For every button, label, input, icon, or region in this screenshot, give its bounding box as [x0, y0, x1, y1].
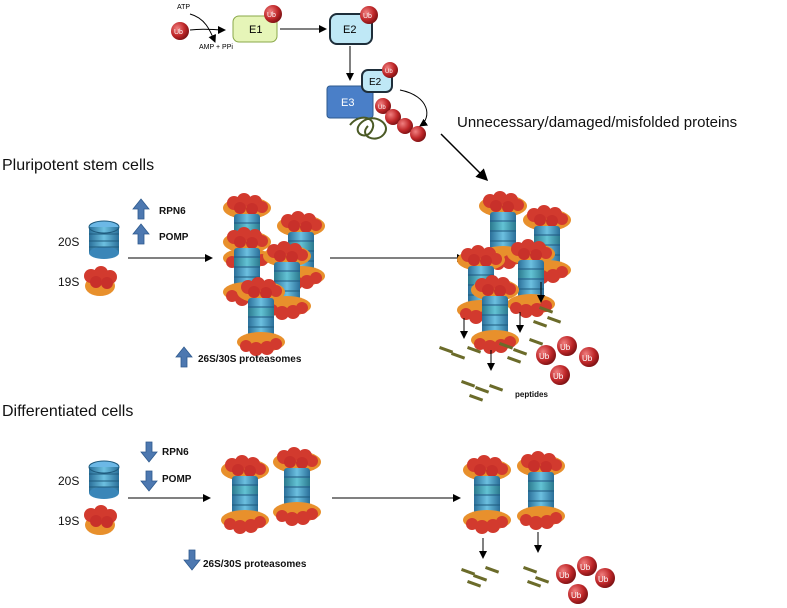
proteasomes-down-arrow-icon — [183, 549, 201, 571]
cap-19s-icon — [84, 266, 117, 296]
svg-text:Ub: Ub — [580, 563, 591, 572]
rpn6-up-arrow-icon — [132, 198, 150, 220]
svg-text:E2: E2 — [369, 77, 382, 88]
peptides-label: peptides — [515, 390, 548, 399]
core-20s-icon-diff — [88, 460, 120, 500]
svg-text:Ub: Ub — [378, 105, 386, 111]
svg-text:Ub: Ub — [582, 354, 593, 363]
proteasome-pair — [220, 446, 322, 535]
atp-label: ATP — [177, 4, 190, 11]
label-20s-diff: 20S — [58, 474, 79, 488]
pomp-label: POMP — [159, 232, 189, 243]
svg-text:Ub: Ub — [385, 69, 393, 75]
core-20s-icon — [88, 220, 120, 260]
pomp-down-arrow-icon — [140, 470, 158, 492]
proteasomes-label: 26S/30S proteasomes — [198, 354, 302, 365]
svg-text:Ub: Ub — [553, 372, 564, 381]
amp-ppi-label: AMP + PPi — [199, 44, 233, 51]
rpn6-down-arrow-icon — [140, 441, 158, 463]
pluripotent-panel: Pluripotent stem cells 20S 19S RPN6 POMP… — [2, 157, 599, 402]
differentiated-heading: Differentiated cells — [2, 403, 133, 420]
proteasomes-label-diff: 26S/30S proteasomes — [203, 559, 307, 570]
svg-text:E3: E3 — [341, 97, 354, 109]
target-arrow — [440, 133, 489, 182]
label-19s: 19S — [58, 275, 79, 289]
svg-text:E1: E1 — [249, 24, 262, 36]
e3-ligase-complex: E3 E2 Ub Ub — [326, 62, 429, 142]
cap-19s-icon-diff — [84, 505, 117, 535]
label-19s-diff: 19S — [58, 514, 79, 528]
free-ub-chain-diff: Ub Ub Ub Ub — [556, 556, 615, 604]
free-ub-chain: Ub Ub Ub Ub — [536, 336, 599, 385]
e2-enzyme: E2 Ub — [329, 6, 378, 45]
svg-text:Ub: Ub — [267, 12, 276, 19]
degrading-proteasomes — [456, 190, 572, 355]
pluripotent-heading: Pluripotent stem cells — [2, 157, 154, 174]
svg-text:Ub: Ub — [174, 29, 183, 36]
rpn6-label-diff: RPN6 — [162, 447, 189, 458]
svg-text:Ub: Ub — [559, 571, 570, 580]
free-ub: Ub — [171, 22, 189, 40]
rpn6-label: RPN6 — [159, 206, 186, 217]
svg-text:E2: E2 — [343, 24, 356, 36]
peptides-fragments-diff — [460, 566, 550, 588]
pomp-label-diff: POMP — [162, 474, 192, 485]
svg-text:Ub: Ub — [539, 352, 550, 361]
svg-text:Ub: Ub — [560, 343, 571, 352]
svg-text:Ub: Ub — [571, 591, 582, 600]
target-proteins-label: Unnecessary/damaged/misfolded proteins — [457, 114, 737, 131]
e1-enzyme: E1 Ub — [232, 5, 282, 43]
label-20s: 20S — [58, 235, 79, 249]
differentiated-panel: Differentiated cells 20S 19S RPN6 POMP 2… — [2, 403, 615, 604]
proteasome-cluster — [222, 192, 326, 357]
degrading-proteasome-pair — [462, 450, 566, 535]
svg-text:Ub: Ub — [363, 13, 372, 20]
svg-text:Ub: Ub — [598, 575, 609, 584]
pomp-up-arrow-icon — [132, 223, 150, 245]
ubiquitination-cascade: ATP AMP + PPi Ub E1 Ub E2 Ub E3 E2 — [171, 4, 429, 142]
proteasomes-up-arrow-icon — [175, 346, 193, 368]
